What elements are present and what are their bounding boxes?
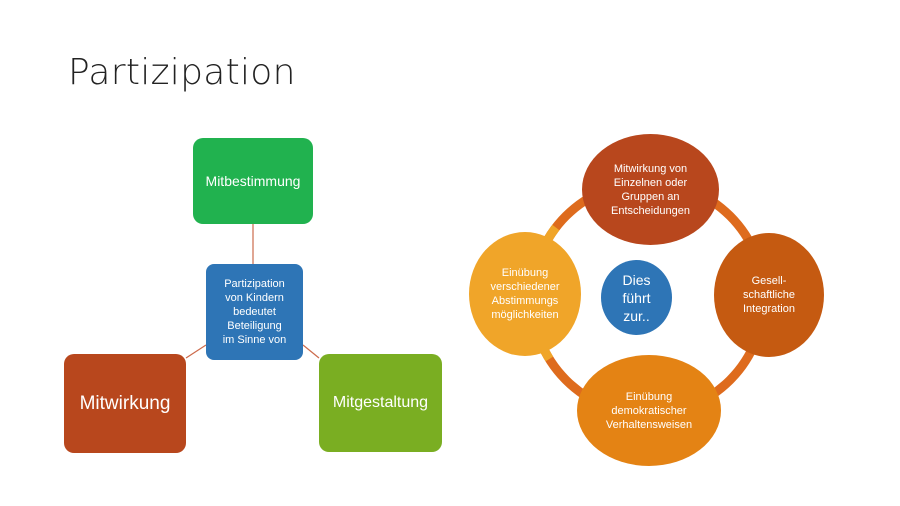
cycle-node-top: Mitwirkung von Einzelnen oder Gruppen an… [582, 134, 719, 245]
connector-left [185, 344, 207, 359]
cycle-node-left: Einübung verschiedener Abstimmungs mögli… [469, 232, 581, 356]
mitwirkung-label: Mitwirkung [79, 392, 171, 414]
cycle-node-left-label: Einübung verschiedener Abstimmungs mögli… [490, 267, 560, 321]
mitgestaltung-label: Mitgestaltung [332, 394, 429, 411]
mitbestimmung-label: Mitbestimmung [205, 173, 301, 189]
cycle-node-top-label: Mitwirkung von Einzelnen oder Gruppen an… [611, 162, 690, 217]
partizipation-center-label: Partizipation von Kindern bedeutet Betei… [222, 278, 287, 346]
cycle-node-bottom-label: Einübung demokratischer Verhaltensweisen [605, 390, 693, 431]
cycle-node-right-label: Gesell- schaftliche Integration [743, 275, 795, 315]
mitbestimmung-box: Mitbestimmung [193, 138, 313, 224]
mitwirkung-box: Mitwirkung [64, 354, 186, 453]
cycle-node-right: Gesell- schaftliche Integration [714, 233, 824, 357]
cycle-center: Dies führt zur.. [601, 260, 672, 335]
slide-title: Partizipation [68, 52, 296, 93]
cycle-center-label: Dies führt zur.. [622, 271, 651, 324]
partizipation-center-box: Partizipation von Kindern bedeutet Betei… [206, 264, 303, 360]
cycle-node-bottom: Einübung demokratischer Verhaltensweisen [577, 355, 721, 466]
connector-right [302, 344, 320, 359]
mitgestaltung-box: Mitgestaltung [319, 354, 442, 452]
